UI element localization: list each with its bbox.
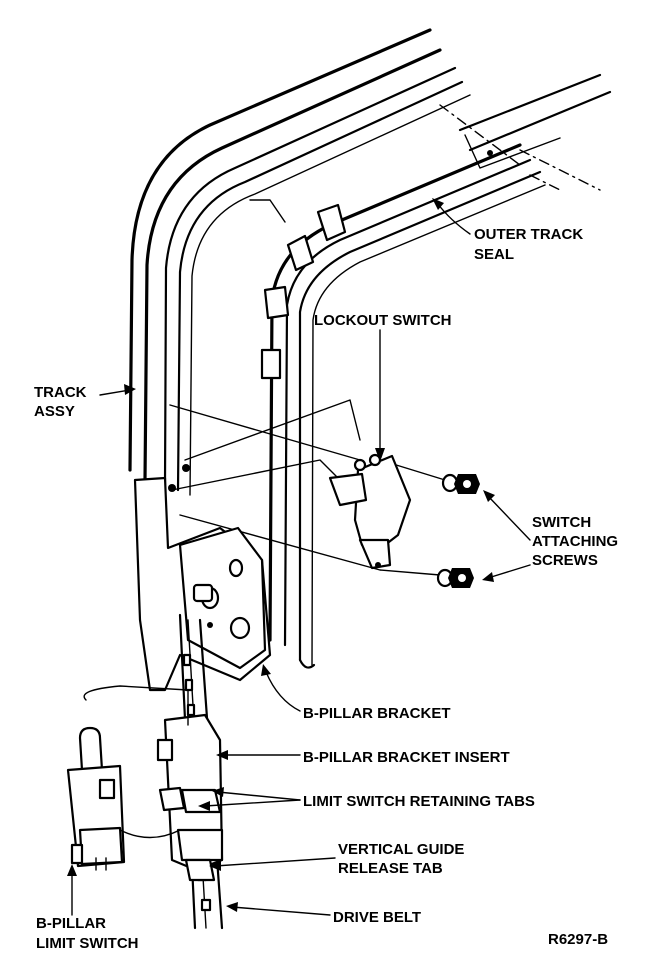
- b-pillar-limit-switch: [66, 685, 189, 871]
- track-assy: [128, 28, 612, 669]
- leader-lines: [67, 198, 531, 916]
- label-outer-track-seal-line1: OUTER TRACK: [474, 226, 583, 243]
- label-switch-screws-line3: SCREWS: [532, 552, 598, 569]
- label-retaining-tabs: LIMIT SWITCH RETAINING TABS: [303, 793, 535, 810]
- label-bracket-insert: B-PILLAR BRACKET INSERT: [303, 749, 510, 766]
- b-pillar-bracket-insert: [156, 713, 224, 882]
- label-limit-switch-line1: B-PILLAR: [36, 915, 106, 932]
- lockout-switch: [328, 453, 412, 570]
- label-track-assy-line1: TRACK: [34, 384, 87, 401]
- screw-top: [441, 473, 480, 494]
- figure-code: R6297-B: [548, 931, 608, 948]
- label-switch-screws-line2: ATTACHING: [532, 533, 618, 550]
- labels: OUTER TRACK SEAL LOCKOUT SWITCH TRACK AS…: [34, 226, 618, 952]
- label-outer-track-seal-line2: SEAL: [474, 246, 514, 263]
- label-lockout-switch: LOCKOUT SWITCH: [314, 312, 451, 329]
- label-track-assy-line2: ASSY: [34, 403, 75, 420]
- switch-attaching-screws: [436, 473, 480, 588]
- label-b-pillar-bracket: B-PILLAR BRACKET: [303, 705, 451, 722]
- screw-bottom: [436, 568, 474, 588]
- label-limit-switch-line2: LIMIT SWITCH: [36, 935, 138, 952]
- label-vertical-guide-line2: RELEASE TAB: [338, 860, 443, 877]
- label-vertical-guide-line1: VERTICAL GUIDE: [338, 841, 464, 858]
- label-switch-screws-line1: SWITCH: [532, 514, 591, 531]
- label-drive-belt: DRIVE BELT: [333, 909, 421, 926]
